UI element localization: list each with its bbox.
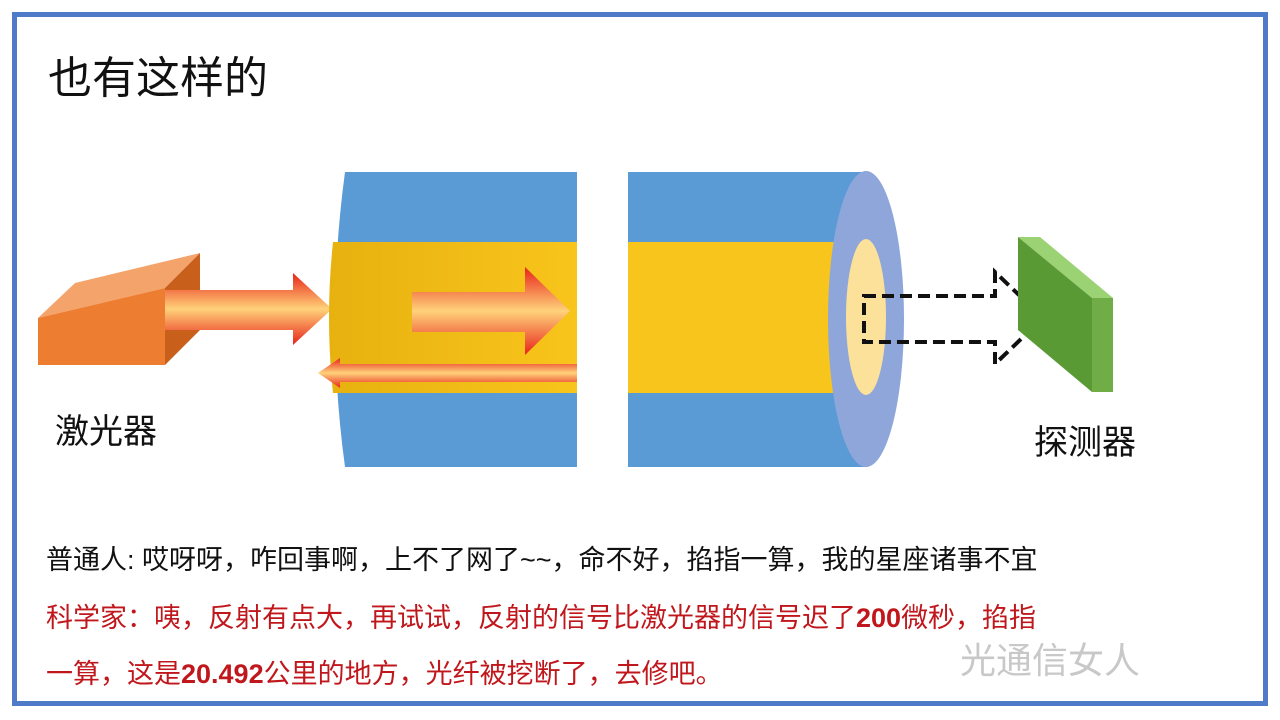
fiber-segment-left (318, 172, 577, 467)
scientist-text-c: 一算，这是 (46, 659, 181, 689)
scientist-text-line1: 科学家：咦，反射有点大，再试试，反射的信号比激光器的信号迟了200微秒，掐指 (46, 596, 1036, 635)
reflected-light-arrow (318, 358, 577, 388)
detector-box (1018, 237, 1113, 392)
slide-frame (12, 12, 1268, 706)
slide-title: 也有这样的 (48, 54, 268, 103)
detector-label: 探测器 (1034, 424, 1136, 462)
forward-light-arrow (412, 267, 570, 355)
watermark: 光通信女人 (960, 640, 1141, 681)
distance-value: 20.492 (181, 659, 264, 689)
scientist-text-line2: 一算，这是20.492公里的地方，光纤被挖断了，去修吧。 (46, 652, 723, 691)
output-light-dashed-arrow (862, 267, 1046, 369)
ordinary-person-text: 普通人: 哎呀呀，咋回事啊，上不了网了~~，命不好，掐指一算，我的星座诸事不宜 (46, 545, 1038, 575)
scientist-text-d: 公里的地方，光纤被挖断了，去修吧。 (263, 659, 723, 689)
incident-light-arrow (165, 273, 332, 345)
fiber-core-end (846, 239, 886, 395)
laser-label: 激光器 (55, 413, 157, 451)
fiber-segment-right (628, 171, 904, 467)
delay-value: 200 (856, 603, 902, 633)
scientist-text-b: 微秒，掐指 (901, 603, 1037, 633)
scientist-text-a: 科学家：咦，反射有点大，再试试，反射的信号比激光器的信号迟了 (46, 603, 856, 633)
